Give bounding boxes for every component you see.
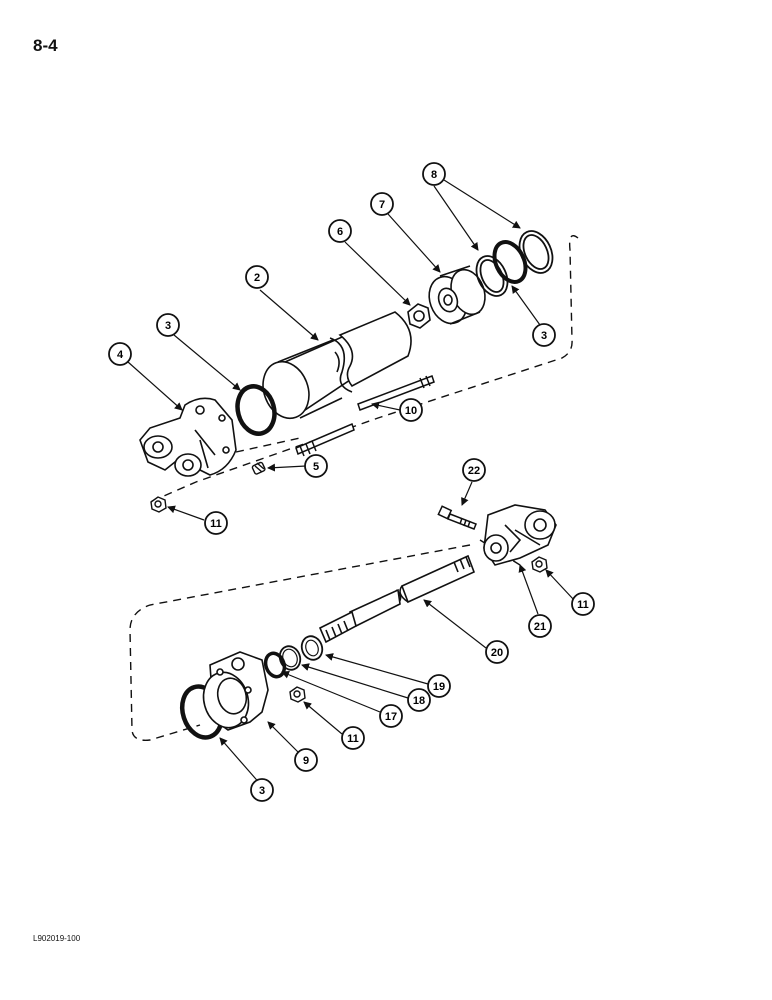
callout-5: 5: [304, 454, 328, 478]
callout-11-label: 11: [577, 599, 589, 611]
callout-10-label: 10: [405, 405, 417, 417]
callout-8-label: 8: [431, 169, 437, 181]
callout-11-upper: 11: [204, 511, 228, 535]
callout-11-right: 11: [571, 592, 595, 616]
callout-21: 21: [528, 614, 552, 638]
callout-4: 4: [108, 342, 132, 366]
callout-7-label: 7: [379, 199, 385, 211]
figure-id: L902019-100: [33, 934, 81, 943]
tie-rods: [295, 375, 435, 457]
callout-3-upper-left: 3: [156, 313, 180, 337]
callout-17: 17: [379, 704, 403, 728]
callout-19: 19: [427, 674, 451, 698]
page-number: 8-4: [33, 36, 58, 55]
callout-11-lower: 11: [341, 726, 365, 750]
callout-18-label: 18: [413, 695, 425, 707]
callout-3-upper-right: 3: [532, 323, 556, 347]
callout-4-label: 4: [117, 349, 124, 361]
base-end-cap: [139, 397, 237, 477]
leader-lines: [127, 179, 575, 787]
fitting-5: [251, 461, 266, 475]
rod-seals: [263, 635, 324, 679]
rod-end-clevis: [483, 504, 557, 566]
callout-6-label: 6: [337, 226, 343, 238]
seal-rings-8: [475, 230, 554, 297]
callout-2: 2: [245, 265, 269, 289]
assembly-dashed-line: [129, 235, 579, 741]
callout-3-lower: 3: [250, 778, 274, 802]
callout-11-label: 11: [347, 733, 359, 745]
callout-3-label: 3: [541, 330, 547, 342]
cylinder-head: [202, 651, 269, 731]
callout-7: 7: [370, 192, 394, 216]
callout-22-label: 22: [468, 465, 480, 477]
piston-rod: [318, 554, 476, 644]
callout-18: 18: [407, 688, 431, 712]
callout-3-label: 3: [165, 320, 171, 332]
callout-3-label: 3: [259, 785, 265, 797]
callout-19-label: 19: [433, 681, 445, 693]
callout-17-label: 17: [385, 711, 397, 723]
piston-nut: [407, 303, 431, 329]
bolt-22: [437, 505, 477, 530]
callout-2-label: 2: [254, 272, 260, 284]
piston: [428, 265, 486, 325]
callout-21-label: 21: [534, 621, 546, 633]
callout-11-label: 11: [210, 518, 222, 530]
callout-9-label: 9: [303, 755, 309, 767]
callout-20-label: 20: [491, 647, 503, 659]
callout-10: 10: [399, 398, 423, 422]
callout-22: 22: [462, 458, 486, 482]
nuts-11: [150, 496, 548, 703]
callout-8: 8: [422, 162, 446, 186]
callout-5-label: 5: [313, 461, 319, 473]
callout-20: 20: [485, 640, 509, 664]
callout-6: 6: [328, 219, 352, 243]
callout-9: 9: [294, 748, 318, 772]
